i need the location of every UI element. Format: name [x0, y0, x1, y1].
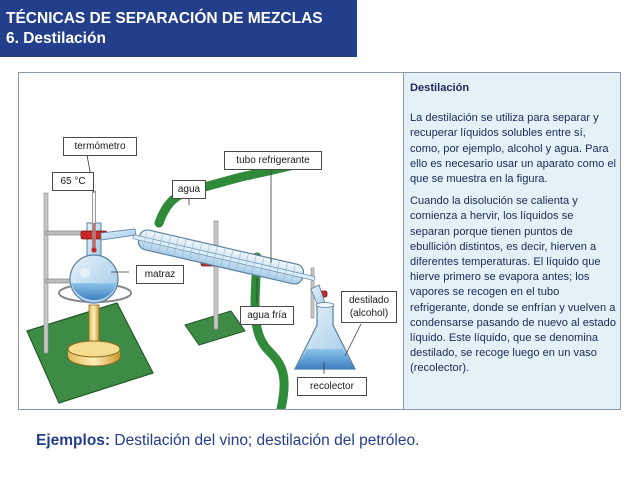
condenser-tube: [132, 229, 316, 285]
distillation-apparatus: [26, 154, 362, 409]
label-agua-fria: agua fría: [240, 306, 294, 325]
panel-paragraph-1: La destilación se utiliza para separar y…: [410, 112, 616, 186]
label-tubo-refrigerante: tubo refrigerante: [224, 151, 322, 170]
label-destilado-line2: (alcohol): [349, 308, 389, 319]
collector-flask: [294, 302, 356, 370]
examples-text: Destilación del vino; destilación del pe…: [114, 432, 420, 449]
left-stand-rod: [43, 192, 49, 354]
distillation-flask: [69, 222, 119, 304]
label-agua: agua: [172, 180, 206, 199]
label-destilado: destilado (alcohol): [341, 291, 397, 323]
condenser-stand-rod: [213, 220, 219, 330]
title-line2: 6. Destilación: [6, 30, 106, 47]
label-temperatura: 65 °C: [52, 172, 94, 191]
thermometer: [91, 190, 97, 253]
label-termometro: termómetro: [63, 137, 137, 156]
title-line1: TÉCNICAS DE SEPARACIÓN DE MEZCLAS: [6, 10, 323, 27]
label-recolector: recolector: [297, 377, 367, 396]
explanation-panel: Destilación La destilación se utiliza pa…: [403, 73, 620, 409]
flask-side-arm: [100, 228, 137, 241]
examples-line: Ejemplos: Destilación del vino; destilac…: [36, 432, 419, 450]
label-matraz: matraz: [136, 265, 184, 284]
label-destilado-line1: destilado: [348, 295, 390, 306]
panel-paragraph-2: Cuando la disolución se calienta y comie…: [410, 195, 617, 375]
title-box: TÉCNICAS DE SEPARACIÓN DE MEZCLAS 6. Des…: [0, 0, 357, 57]
panel-title: Destilación: [410, 82, 470, 94]
burner: [67, 304, 121, 367]
examples-label: Ejemplos:: [36, 432, 111, 449]
cold-water-hose: [250, 252, 289, 409]
